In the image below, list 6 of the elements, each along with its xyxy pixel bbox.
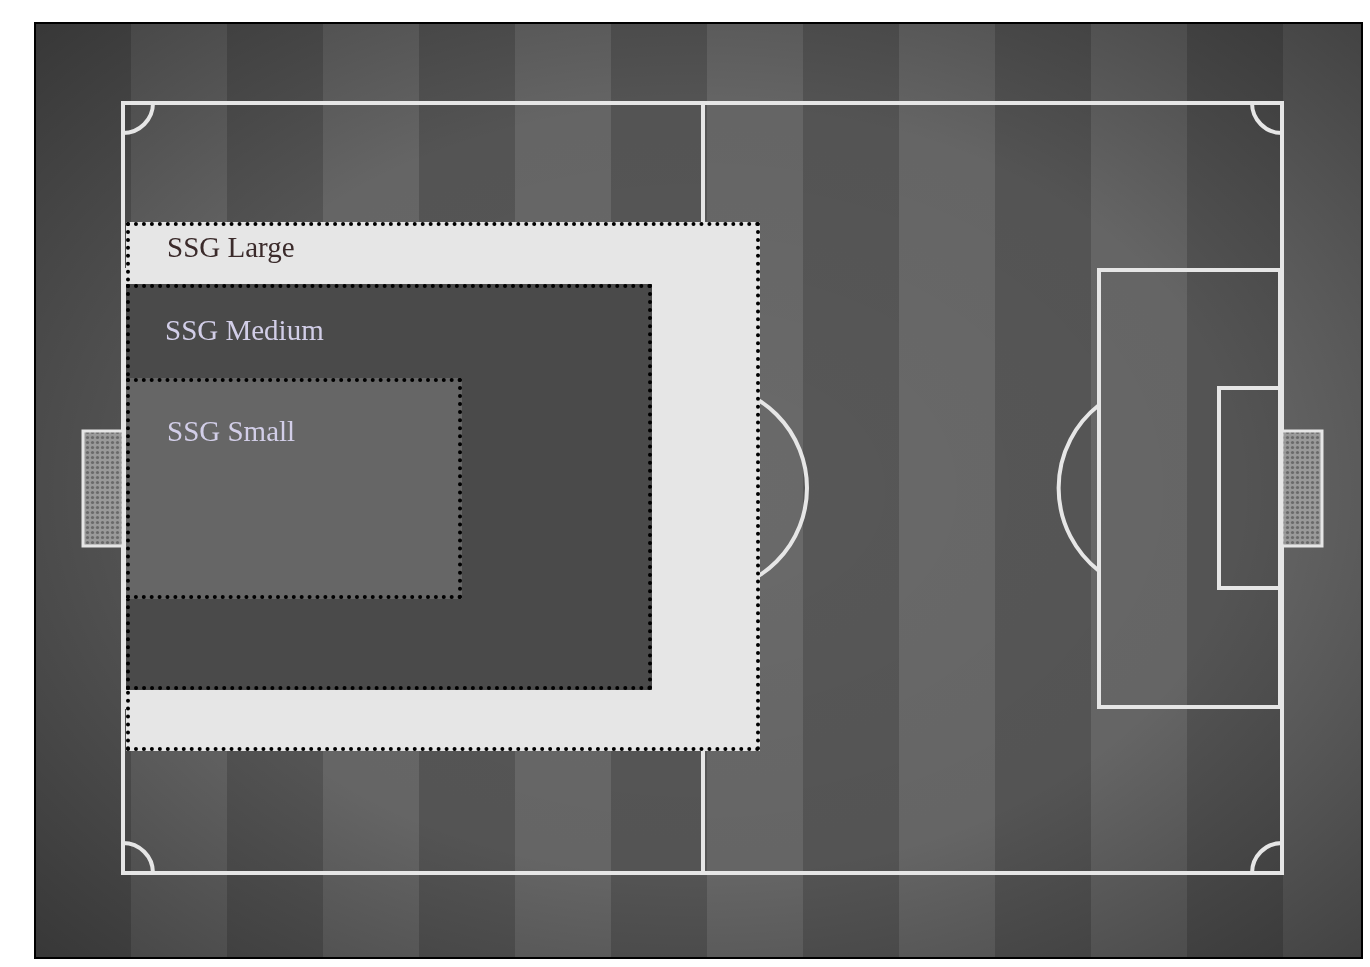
dotted-area-panel [126, 284, 652, 690]
area-label: SSG Small [167, 414, 296, 448]
dotted-area-panel [126, 222, 760, 751]
dotted-area-panel [126, 378, 462, 599]
area-label: SSG Medium [165, 313, 324, 347]
area-label: SSG Large [167, 230, 295, 264]
